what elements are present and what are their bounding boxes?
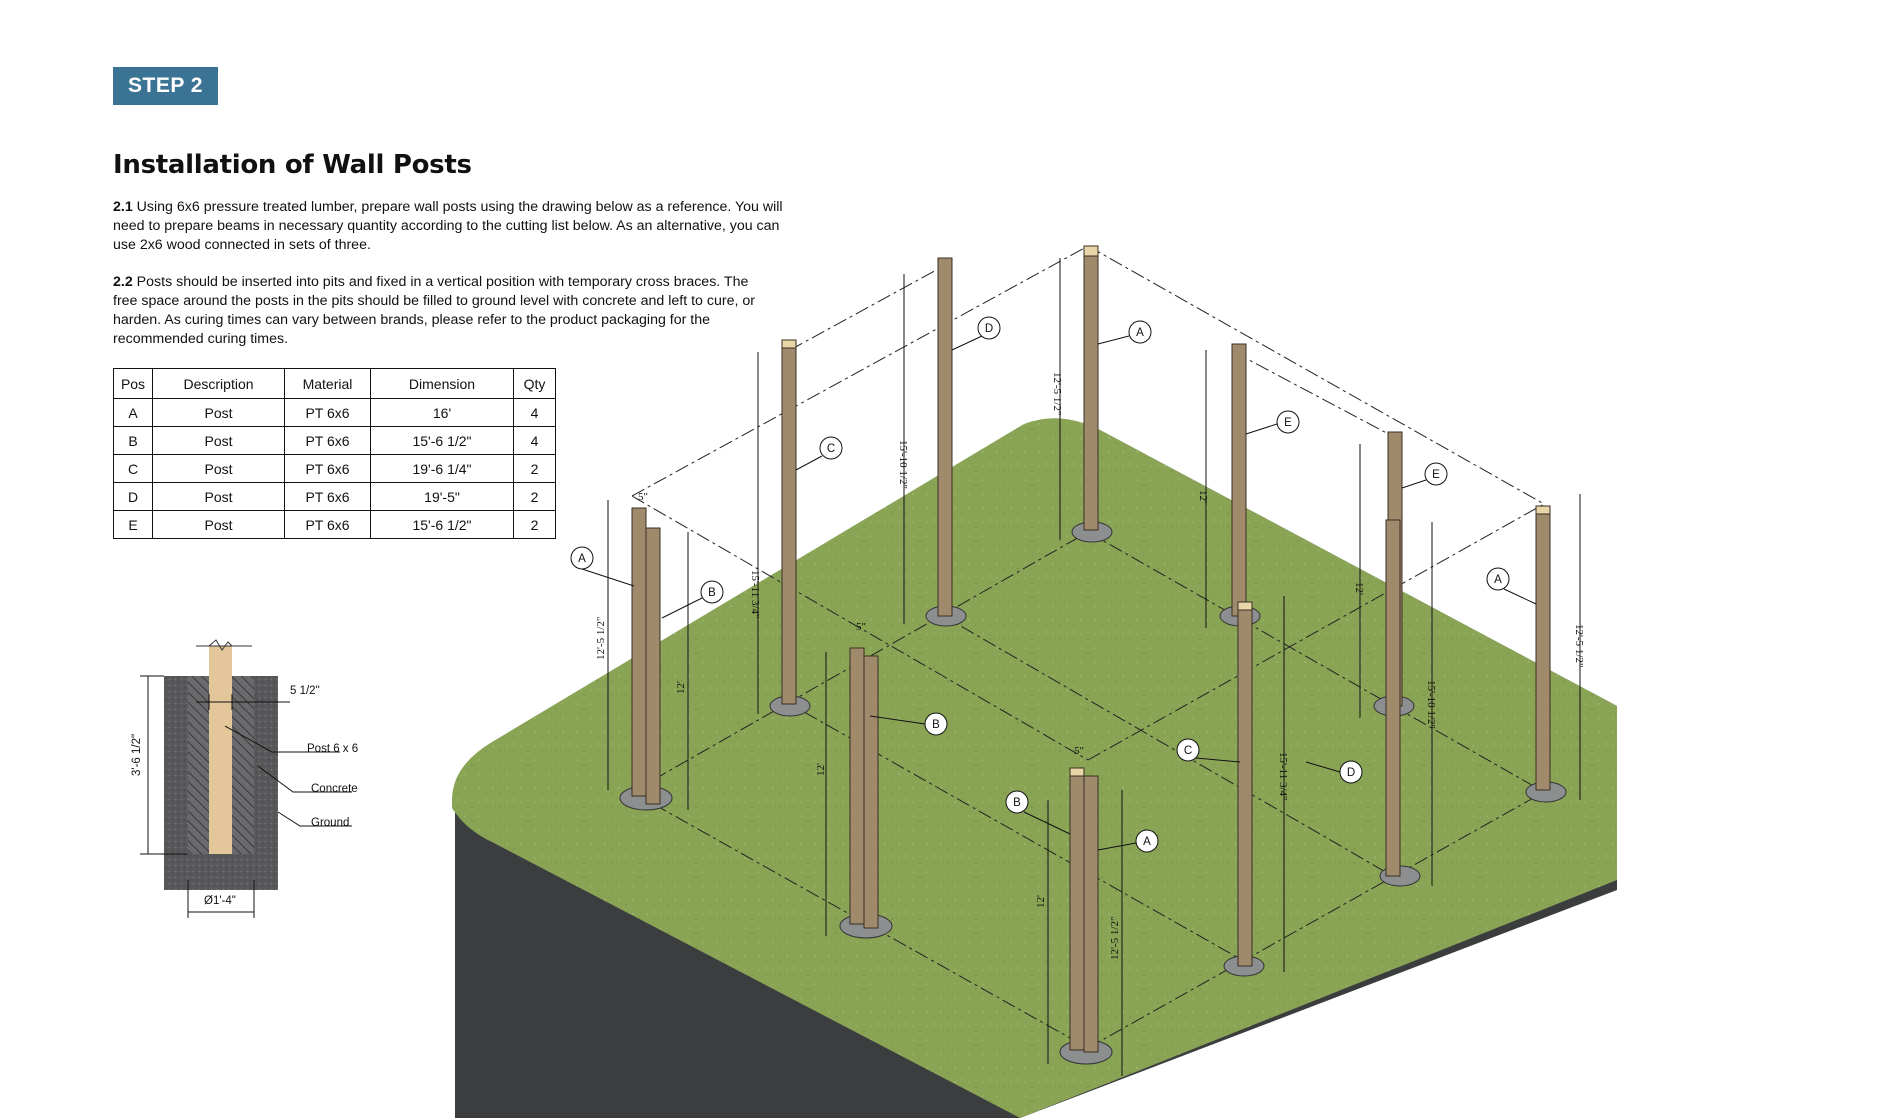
step-badge: STEP 2 <box>113 67 218 105</box>
cell: Post <box>152 454 285 483</box>
callout-label: A <box>1143 836 1151 848</box>
dim-label: 12' <box>1035 895 1047 908</box>
depth-label: 3'-6 1/2" <box>131 734 143 776</box>
ground-surface <box>452 418 1617 1118</box>
width-label: 5 1/2" <box>290 685 320 697</box>
paragraph-text: Using 6x6 pressure treated lumber, prepa… <box>113 199 783 253</box>
section-drawing: 5 1/2" Post 6 x 6 Concrete Ground 3'-6 1… <box>131 639 358 918</box>
dim-label: 15'-10 1/2" <box>897 440 909 489</box>
column-header: Pos <box>113 368 153 399</box>
diameter-label: Ø1'-4" <box>204 895 236 907</box>
cell: B <box>113 426 153 455</box>
callout-label: B <box>932 719 940 731</box>
cell: 2 <box>513 482 556 511</box>
paragraph-number: 2.1 <box>113 199 133 215</box>
isometric-plan <box>452 245 1617 1118</box>
paragraph-text: Posts should be inserted into pits and f… <box>113 274 755 347</box>
cell: Post <box>152 510 285 539</box>
cutting-list-table: Pos Description Material Dimension Qty A… <box>113 368 556 539</box>
cell: PT 6x6 <box>284 398 371 427</box>
dim-label: 15'-11 3/4" <box>1277 752 1289 801</box>
callout-label: D <box>1347 767 1355 779</box>
cell: 2 <box>513 510 556 539</box>
cell: PT 6x6 <box>284 426 371 455</box>
callout-label: A <box>1136 327 1144 339</box>
paragraph-number: 2.2 <box>113 274 133 290</box>
cell: C <box>113 454 153 483</box>
cell: A <box>113 398 153 427</box>
dim-label: 5" <box>856 621 866 633</box>
column-header: Description <box>152 368 285 399</box>
callout-label: E <box>1432 469 1440 481</box>
concrete-fill <box>188 676 254 854</box>
cell: D <box>113 482 153 511</box>
dim-label: 12' <box>1197 490 1209 503</box>
post-label: Post 6 x 6 <box>307 743 358 755</box>
column-header: Material <box>284 368 371 399</box>
cell: 19'-6 1/4" <box>370 454 514 483</box>
cell: 15'-6 1/2" <box>370 426 514 455</box>
cell: E <box>113 510 153 539</box>
cell: PT 6x6 <box>284 454 371 483</box>
cell: PT 6x6 <box>284 510 371 539</box>
callout-label: A <box>1494 574 1502 586</box>
callout-label: A <box>578 553 586 565</box>
cell: 2 <box>513 454 556 483</box>
paragraph-2-2: 2.2 Posts should be inserted into pits a… <box>113 273 763 349</box>
cell: 4 <box>513 398 556 427</box>
dim-label: 15'-11 3/4" <box>749 570 761 619</box>
cell: PT 6x6 <box>284 482 371 511</box>
dim-label: 12' <box>1353 582 1365 595</box>
dim-label: 5" <box>638 491 648 503</box>
soil-block <box>164 676 278 890</box>
slab-edge <box>455 418 1617 1118</box>
dim-label: 15'-10 1/2" <box>1425 680 1437 729</box>
cell: Post <box>152 482 285 511</box>
cell: 19'-5" <box>370 482 514 511</box>
callout-label: C <box>1184 745 1192 757</box>
dim-label: 12' <box>815 763 827 776</box>
callout-label: C <box>827 443 835 455</box>
ground-label: Ground <box>311 817 349 829</box>
dim-label: 12'-5 1/2" <box>1051 372 1063 415</box>
column-header: Qty <box>513 368 556 399</box>
table-header-row: Pos Description Material Dimension Qty <box>113 368 556 399</box>
cell: 16' <box>370 398 514 427</box>
dim-label: 5" <box>1074 745 1084 757</box>
dim-label: 12'-5 1/2" <box>1109 917 1121 960</box>
concrete-label: Concrete <box>311 783 358 795</box>
dim-label: 12' <box>675 681 687 694</box>
cell: Post <box>152 426 285 455</box>
callout-label: B <box>1013 797 1021 809</box>
column-header: Dimension <box>370 368 514 399</box>
dim-label: 12'-5 1/2" <box>1573 624 1585 667</box>
callout-label: D <box>985 323 993 335</box>
page-title: Installation of Wall Posts <box>113 150 472 180</box>
cell: 4 <box>513 426 556 455</box>
callout-label: B <box>708 587 716 599</box>
paragraph-2-1: 2.1 Using 6x6 pressure treated lumber, p… <box>113 198 803 255</box>
dim-label: 12'-5 1/2" <box>595 617 607 660</box>
cell: 15'-6 1/2" <box>370 510 514 539</box>
cell: Post <box>152 398 285 427</box>
post-section <box>209 646 232 854</box>
callout-label: E <box>1284 417 1292 429</box>
